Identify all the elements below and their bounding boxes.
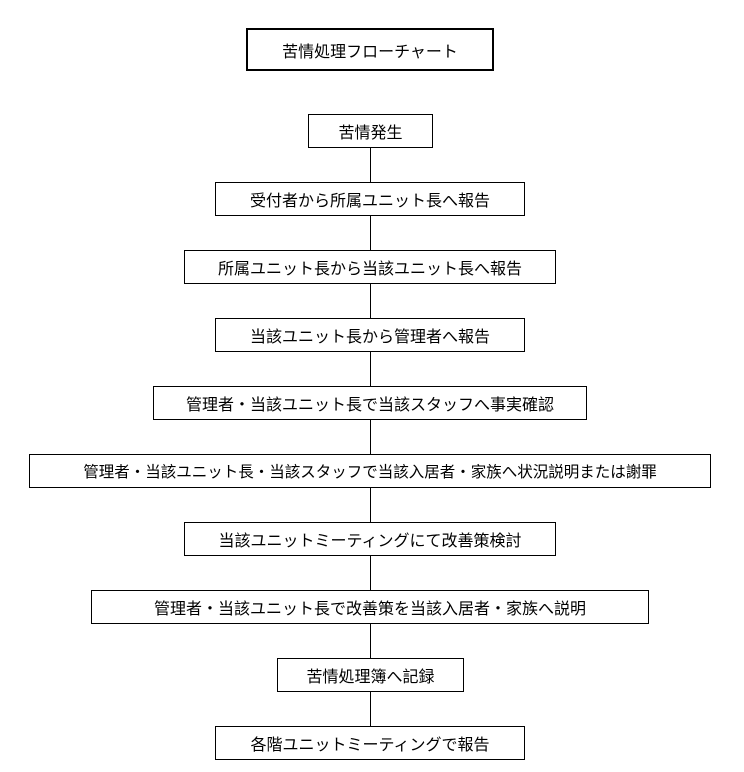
flowchart-title: 苦情処理フローチャート [246, 28, 494, 71]
connector-line [370, 148, 371, 182]
step-complaint-occurs: 苦情発生 [308, 114, 433, 148]
step-report-at-floor-meeting: 各階ユニットミーティングで報告 [215, 726, 525, 760]
step-record-in-log: 苦情処理簿へ記録 [277, 658, 464, 692]
connector-line [370, 488, 371, 522]
connector-line [370, 624, 371, 658]
step-report-to-concerned-unit-leader: 所属ユニット長から当該ユニット長へ報告 [184, 250, 556, 284]
step-fact-check: 管理者・当該ユニット長で当該スタッフへ事実確認 [153, 386, 587, 420]
step-improvement-meeting: 当該ユニットミーティングにて改善策検討 [184, 522, 556, 556]
connector-line [370, 216, 371, 250]
connector-line [370, 420, 371, 454]
connector-line [370, 556, 371, 590]
connector-line [370, 284, 371, 318]
connector-line [370, 352, 371, 386]
connector-line [370, 692, 371, 726]
step-explanation-or-apology: 管理者・当該ユニット長・当該スタッフで当該入居者・家族へ状況説明または謝罪 [29, 454, 711, 488]
step-report-to-unit-leader: 受付者から所属ユニット長へ報告 [215, 182, 525, 216]
step-explain-improvement: 管理者・当該ユニット長で改善策を当該入居者・家族へ説明 [91, 590, 649, 624]
step-report-to-manager: 当該ユニット長から管理者へ報告 [215, 318, 525, 352]
